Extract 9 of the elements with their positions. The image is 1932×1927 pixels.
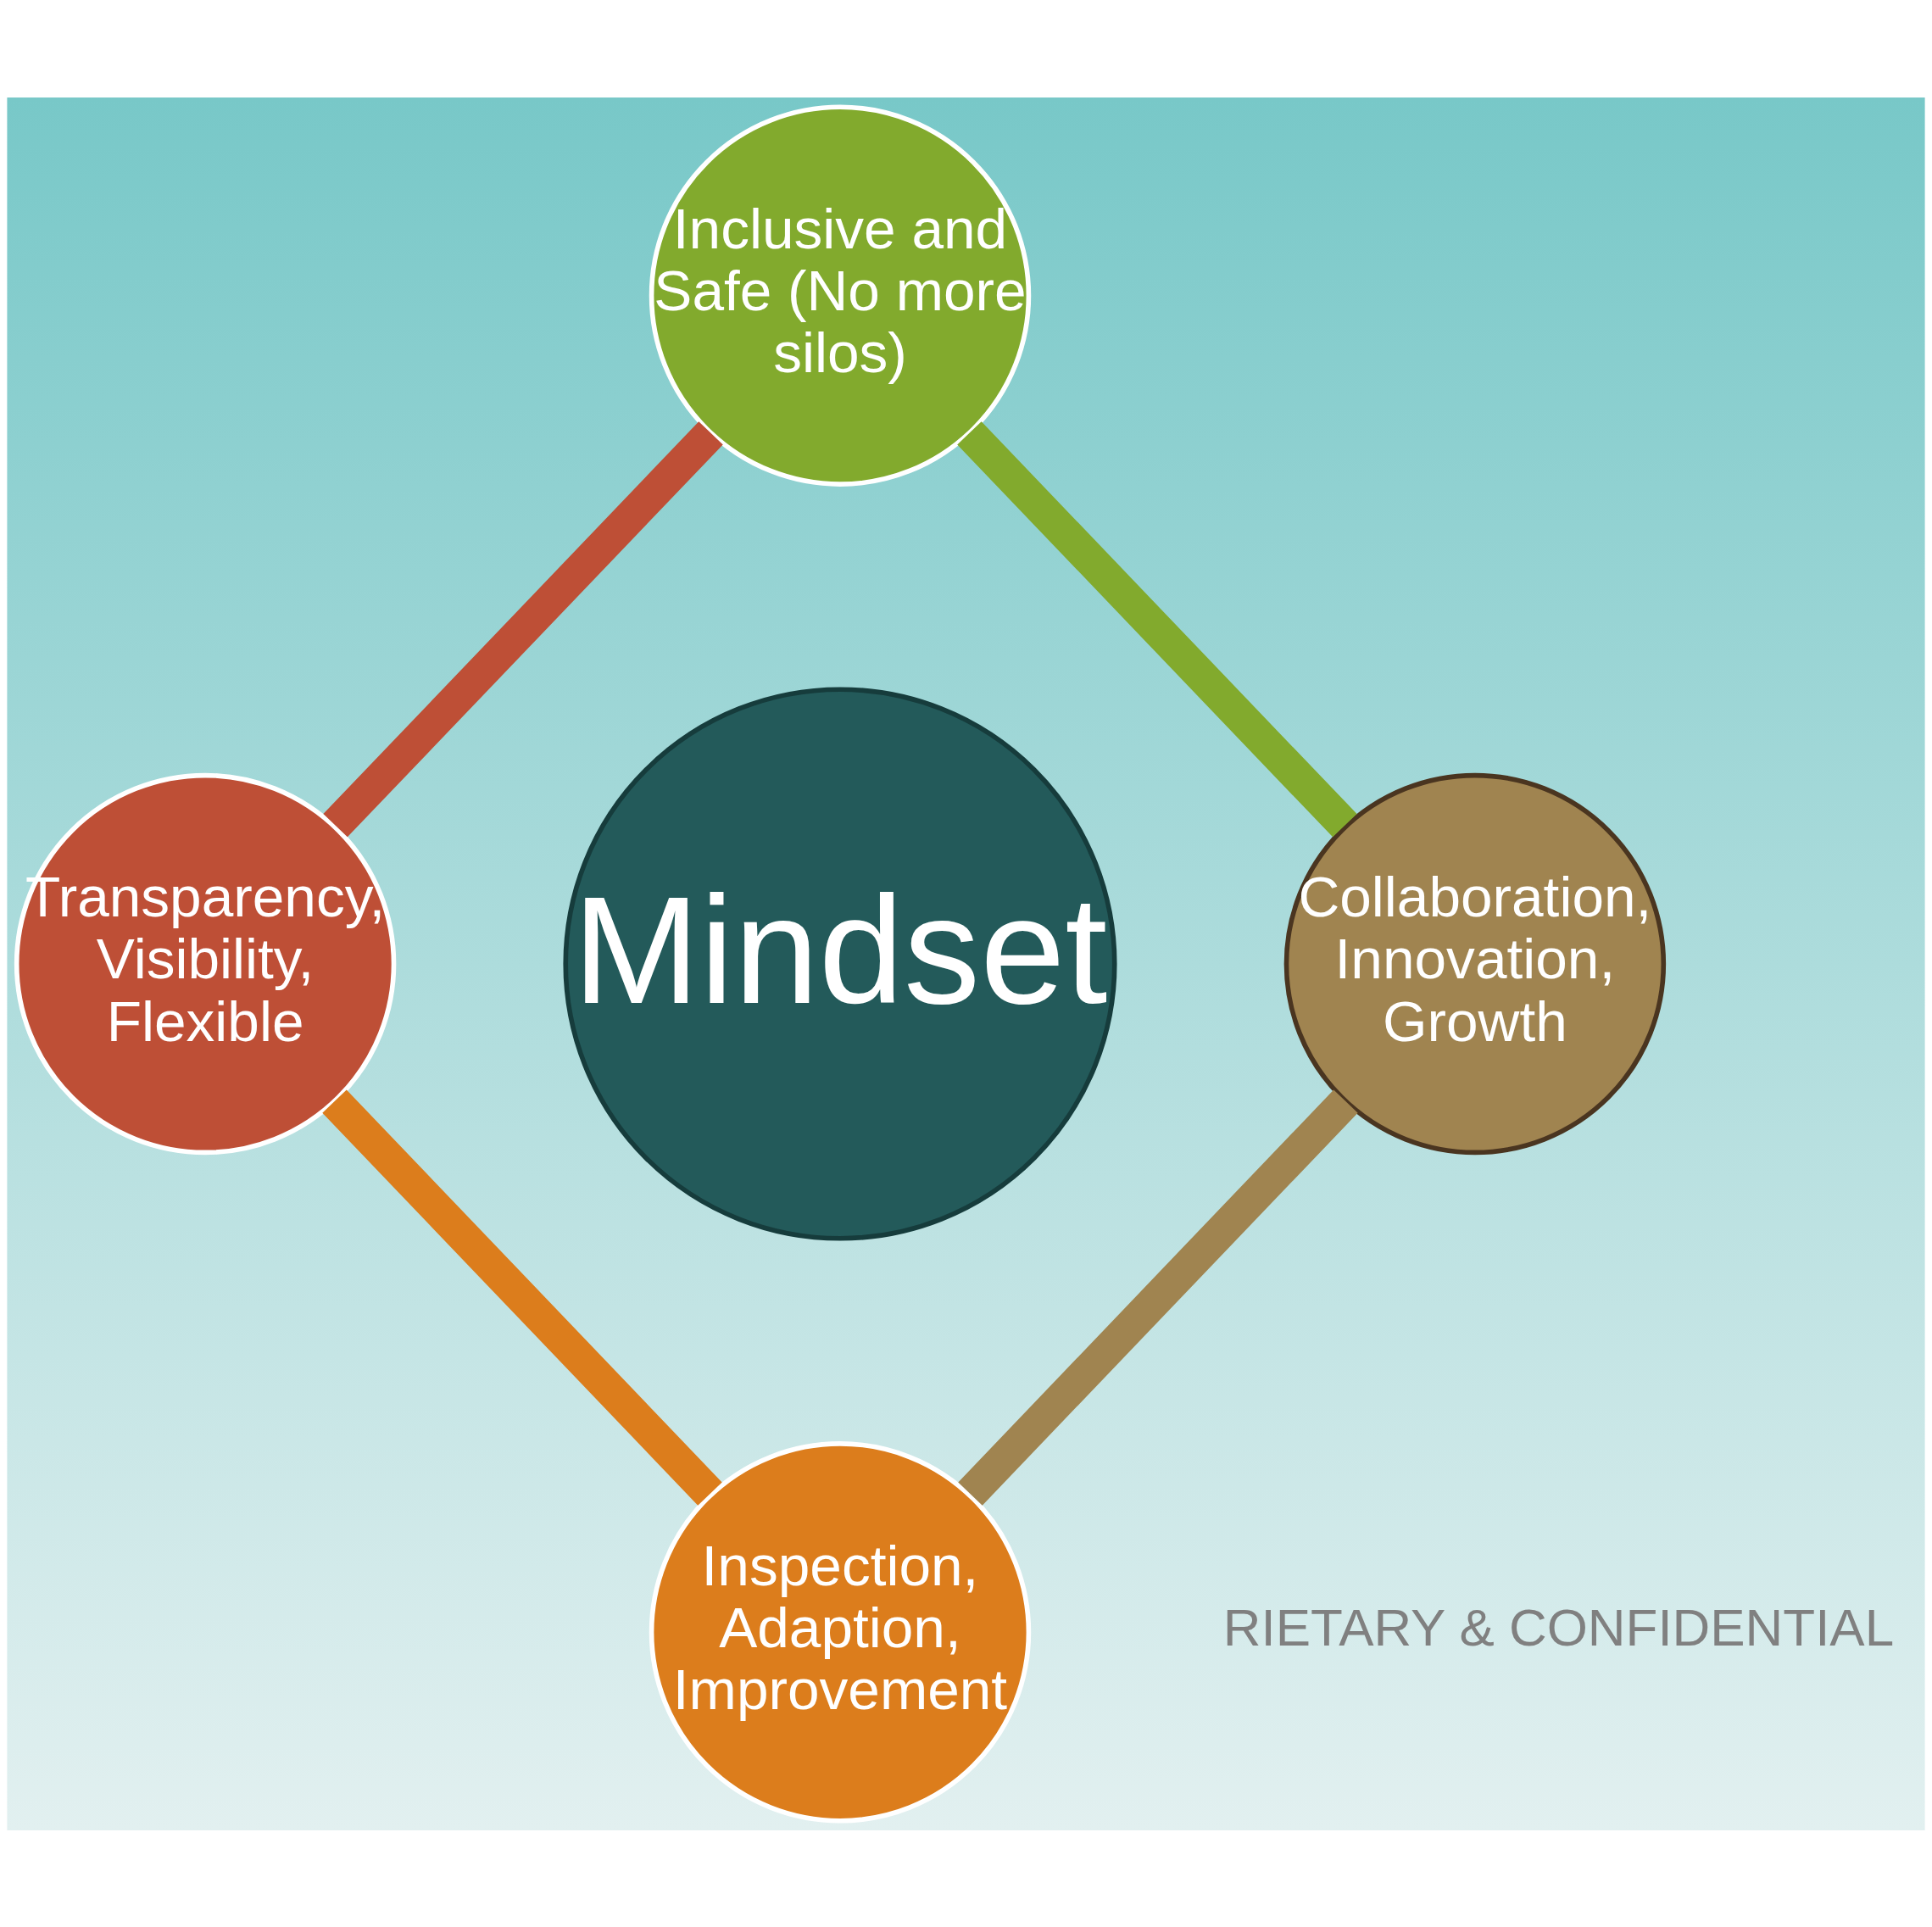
connector [957, 420, 1357, 837]
node-circle: Inclusive and Safe (No more silos) [649, 103, 1032, 487]
node-circle: Mindset [563, 686, 1117, 1241]
connector [322, 1089, 722, 1506]
node-circle: Inspection, Adaption, Improvement [649, 1440, 1032, 1824]
node-circle: Collaboration, Innovation, Growth [1283, 772, 1667, 1155]
connector [958, 1089, 1358, 1506]
label: RIETARY & CONFIDENTIAL [1222, 1597, 1895, 1657]
connector [323, 420, 723, 837]
